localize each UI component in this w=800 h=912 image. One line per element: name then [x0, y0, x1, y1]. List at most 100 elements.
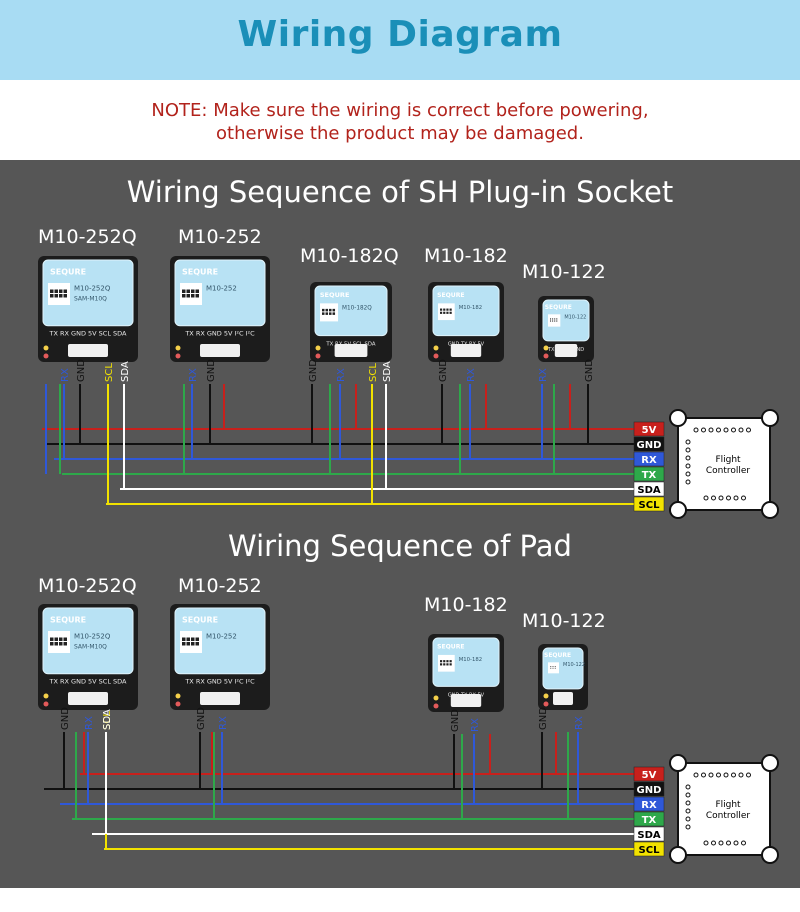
fc-pad-icon [716, 772, 721, 778]
mount-hole-icon [761, 846, 779, 864]
module-qr-cell [63, 289, 67, 294]
fc-pad-icon [685, 439, 691, 445]
module-qr-cell [50, 637, 54, 642]
bus-tag-5v [633, 421, 665, 437]
bus-tag-label: 5V [642, 770, 657, 781]
module-qr-cell [325, 312, 329, 315]
fc-pad-icon [685, 463, 691, 469]
pin-label: RX [188, 368, 199, 382]
fc-pad-icon [733, 840, 739, 846]
pin-label: RX [336, 368, 347, 382]
module-face-model: M10-182 [459, 657, 482, 663]
module-face-model: M10-252Q [74, 285, 111, 293]
mount-hole-icon [761, 409, 779, 427]
bus-tag-sda [633, 826, 665, 842]
module-name-label: M10-252 [178, 575, 262, 597]
module-qr-cell [329, 308, 332, 312]
fc-pad-icon [685, 455, 691, 461]
flight-controller-label-2: Controller [706, 811, 751, 821]
pin-label: GND [538, 707, 549, 730]
warning-note: NOTE: Make sure the wiring is correct be… [0, 82, 800, 160]
module-qr-cell [191, 642, 195, 646]
module-led-icon [43, 345, 49, 351]
module-qr-cell [449, 311, 452, 314]
module-qr-cell [186, 637, 190, 642]
module-qr-cell [322, 312, 325, 315]
module-qr-cell [443, 663, 446, 666]
module-qr-cell [555, 666, 556, 667]
module-name-label: M10-182 [424, 594, 508, 616]
module-qr-cell [449, 308, 452, 311]
flight-controller-outline [677, 762, 771, 856]
module-brand-text: SEQURE [182, 267, 218, 276]
module-brand-text: SEQURE [545, 304, 572, 311]
module-name-label: M10-252Q [38, 226, 137, 248]
module-face-model: M10-252 [206, 285, 237, 293]
pin-label: GND [438, 359, 449, 382]
module-qr-cell [553, 666, 555, 667]
pin-label: RX [218, 716, 229, 730]
module-qr-code [438, 303, 455, 321]
module-qr-cell [332, 308, 336, 312]
bus-tag-gnd [633, 436, 665, 452]
fc-pad-icon [746, 427, 751, 433]
module-qr-cell [449, 663, 452, 666]
module-connector [554, 344, 578, 357]
module-qr-cell [446, 660, 449, 663]
module-qr-cell [554, 318, 556, 320]
bus-tag-tx [633, 811, 665, 827]
mount-hole-icon [669, 501, 687, 519]
bus-tag-label: SDA [637, 830, 661, 841]
module-face-model: M10-122 [564, 315, 586, 321]
mount-hole-icon [761, 754, 779, 772]
module-qr-cell [182, 289, 186, 294]
fc-pad-icon [685, 792, 691, 798]
module-qr-cell [555, 667, 556, 669]
pin-label: SDA [102, 709, 113, 730]
bus-tag-label: TX [642, 470, 657, 481]
module-led-icon [315, 345, 321, 351]
module-qr-cell [440, 308, 443, 311]
fc-pad-icon [685, 479, 691, 485]
module-qr-cell [443, 311, 446, 314]
module-qr-cell [440, 311, 443, 314]
module-qr-cell [191, 637, 195, 642]
mount-hole-icon [669, 846, 687, 864]
module-qr-cell [191, 289, 195, 294]
section-title: Wiring Sequence of SH Plug-in Socket [127, 175, 673, 209]
module-connector [68, 344, 108, 357]
pin-label: GND [206, 359, 217, 382]
module-led-icon [433, 345, 439, 351]
pin-label: SDA [120, 361, 131, 382]
module-qr-cell [54, 637, 58, 642]
fc-pad-icon [708, 427, 714, 433]
flight-controller-outline [677, 417, 771, 511]
bus-tag-label: TX [642, 815, 657, 826]
module-qr-cell [550, 318, 552, 320]
module-pinout-silkscreen: TX RX GND 5V I²C I²C [184, 678, 255, 686]
module-name-label: M10-252 [178, 226, 262, 248]
module-qr-cell [50, 289, 54, 294]
bus-tag-label: RX [641, 800, 657, 811]
module-qr-cell [50, 294, 54, 298]
module-qr-cell [446, 311, 449, 314]
fc-pad-icon [703, 840, 709, 846]
module-connector [553, 692, 573, 705]
module-led-icon [543, 701, 549, 707]
module-brand-text: SEQURE [50, 615, 86, 624]
pin-label: GND [584, 359, 595, 382]
module-qr-cell [186, 289, 190, 294]
fc-pad-icon [693, 427, 699, 433]
module-led-icon [43, 693, 49, 699]
module-connector [200, 692, 240, 705]
module-qr-cell [63, 294, 67, 298]
bus-tag-label: SDA [637, 485, 661, 496]
bottom-strip [0, 888, 800, 912]
pin-label: RX [538, 368, 549, 382]
pin-label: GND [450, 709, 461, 732]
fc-pad-icon [741, 495, 746, 501]
